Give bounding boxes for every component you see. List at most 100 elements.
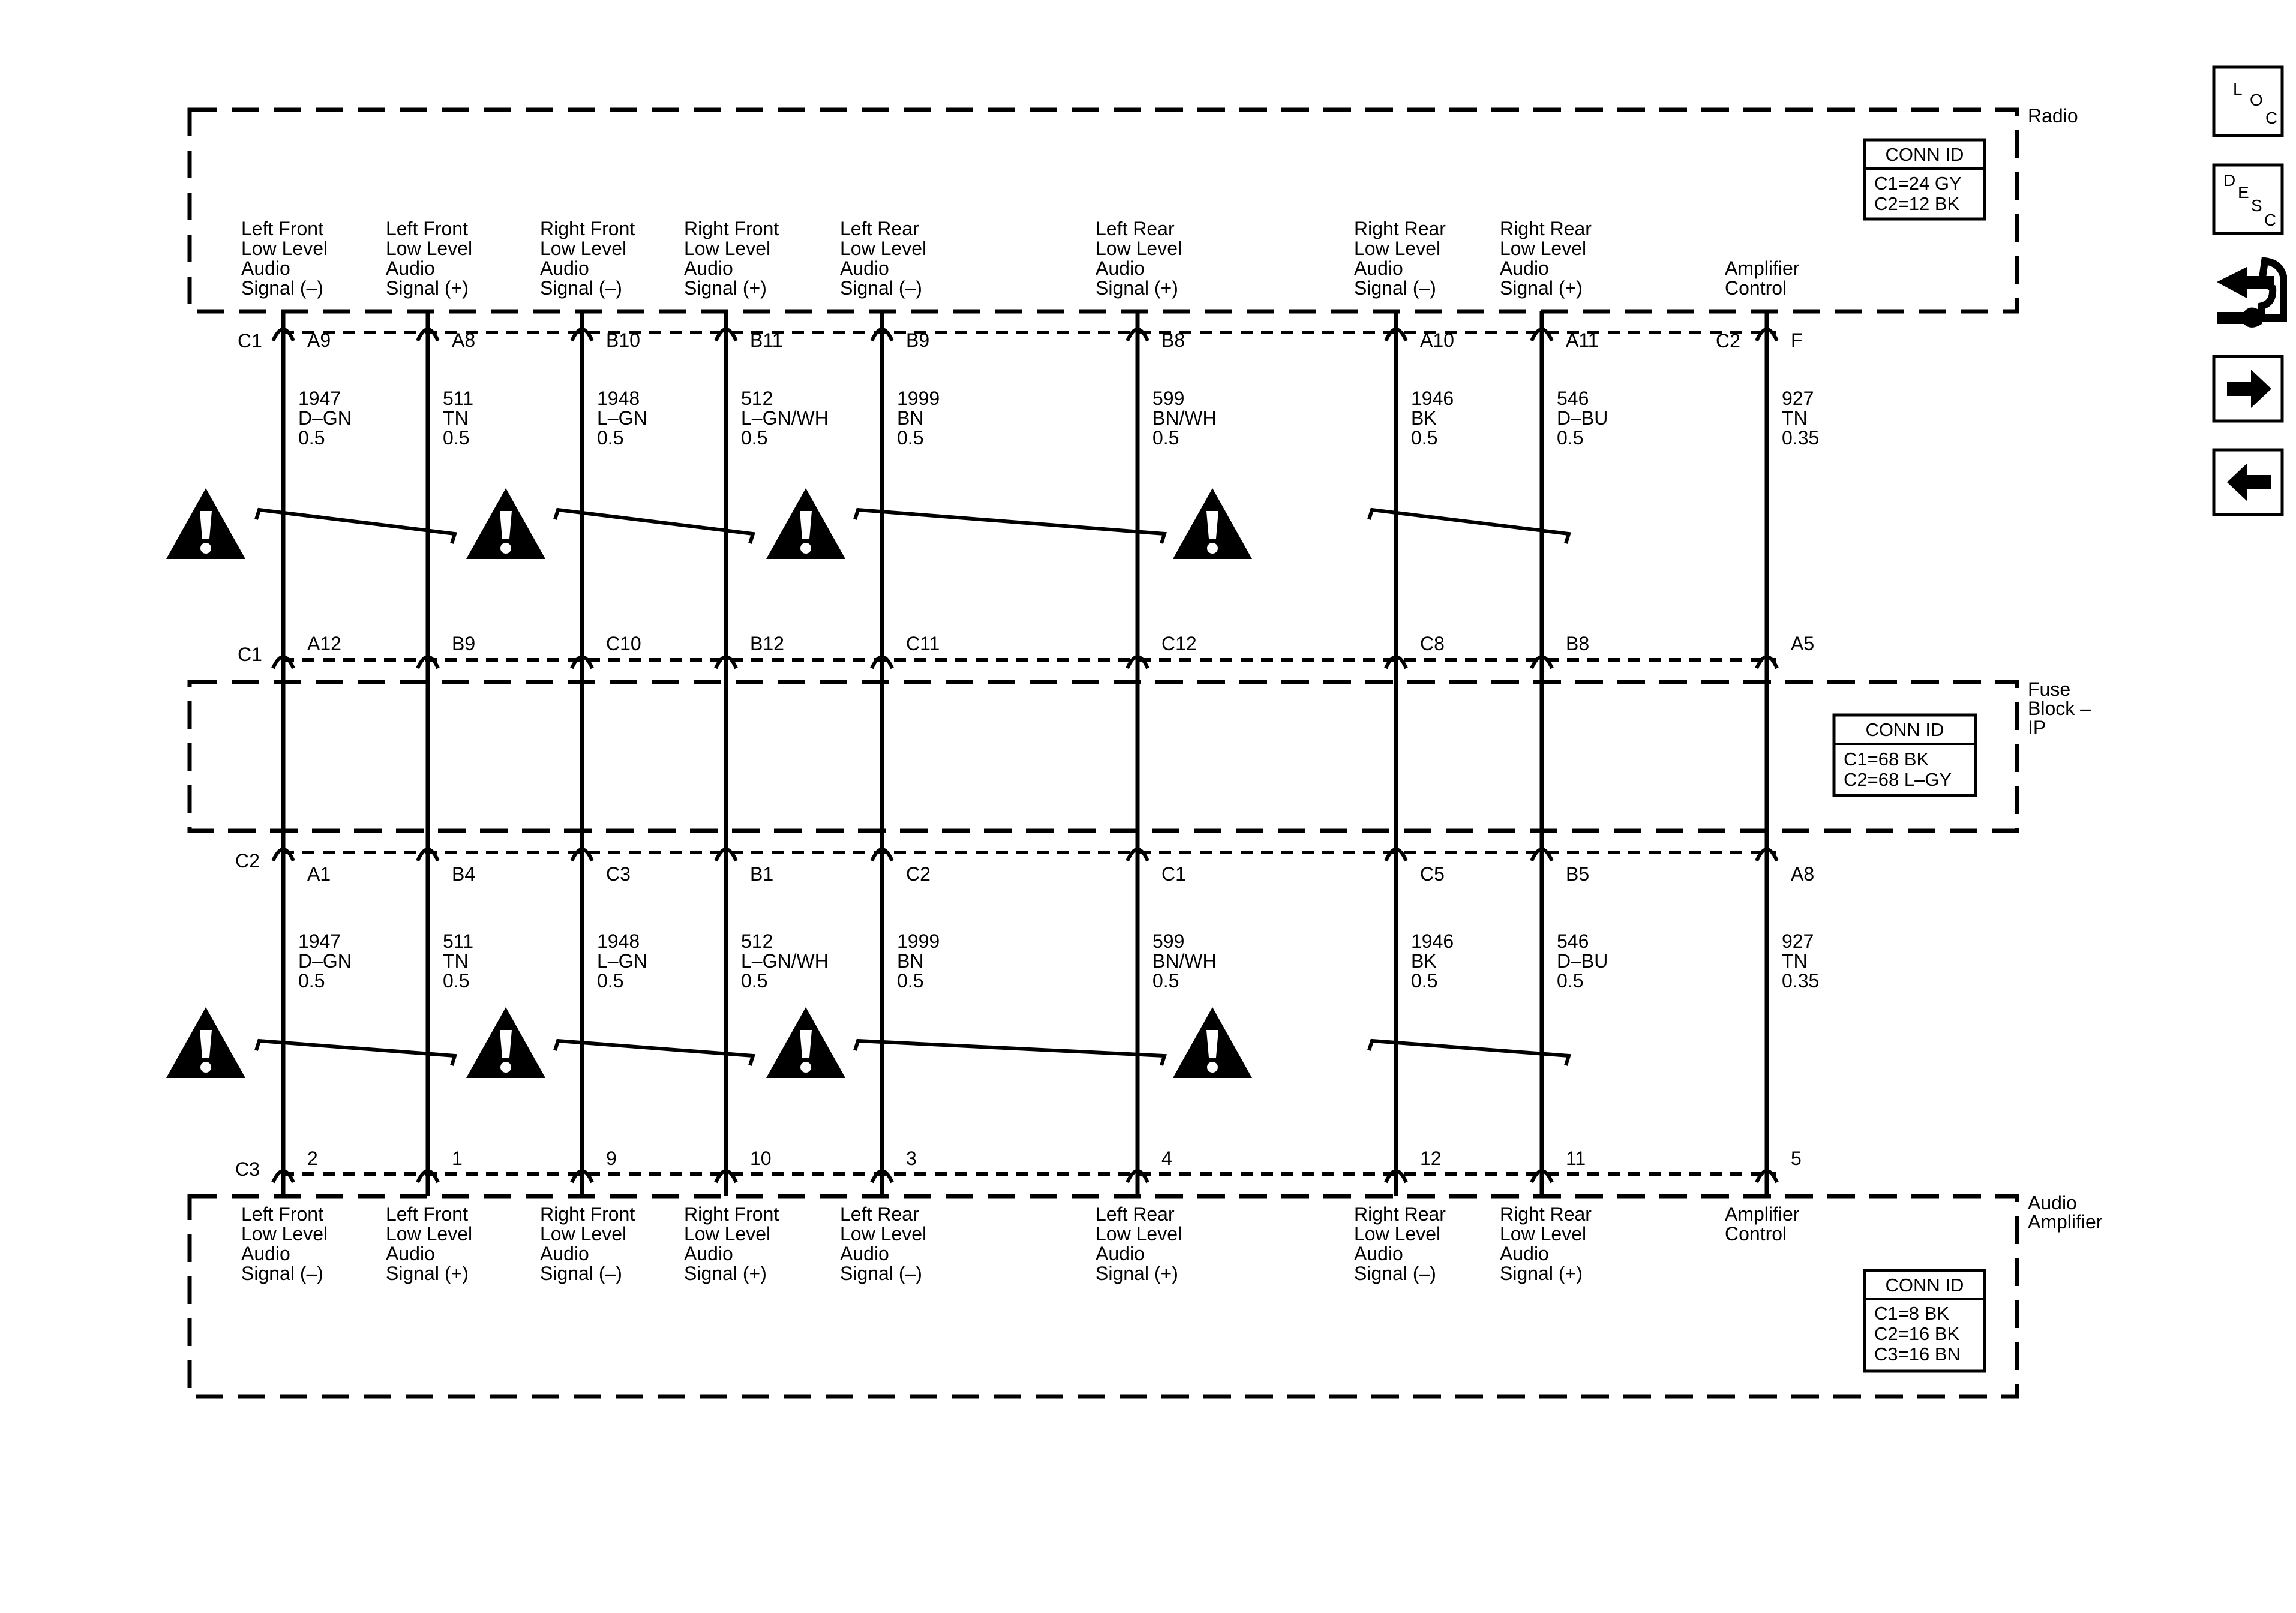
circuit-8-amp-pin-mark [1530, 1169, 1554, 1184]
svg-text:C1=8 BK: C1=8 BK [1874, 1303, 1949, 1324]
circuit-2-radio-pin: A8 [452, 329, 475, 351]
circuit-3-radio-pin-mark [570, 328, 594, 342]
circuit-1-radio-pin: A9 [307, 329, 331, 351]
twisted-pair-2-lower [553, 1038, 755, 1066]
svg-text:O: O [2250, 91, 2263, 109]
circuit-9-fuse-bottom-pin-mark [1755, 848, 1779, 862]
circuit-2-amp-pin-mark [416, 1169, 440, 1184]
svg-text:E: E [2238, 183, 2249, 202]
caution-icon-upper-2-mark [500, 511, 512, 539]
circuit-9-amp-pin-mark [1755, 1169, 1779, 1184]
circuit-5-amp-pin-mark [870, 1169, 894, 1184]
circuit-2-fuse-bottom-pin-mark [416, 848, 440, 862]
svg-text:C2=68 L–GY: C2=68 L–GY [1844, 769, 1952, 790]
svg-text:L: L [2233, 80, 2243, 98]
circuit-7-amp-pin-mark [1384, 1169, 1408, 1184]
radio-c1-label: C1 [238, 330, 262, 352]
circuit-3-amp-pin: 9 [606, 1148, 617, 1169]
circuit-6-radio-pin-mark [1126, 328, 1149, 342]
twisted-pair-2-upper [553, 507, 755, 544]
svg-text:CONN ID: CONN ID [1886, 144, 1964, 165]
amplifier-conn-id: CONN ID C1=8 BK C2=16 BK C3=16 BN [1863, 1269, 1986, 1373]
circuit-8-radio-pin: A11 [1566, 329, 1599, 351]
circuit-6-fuse-top-pin-mark [1126, 655, 1149, 669]
circuit-7-fuse-top-pin-mark [1384, 655, 1408, 669]
caution-icon-upper-4-dot [1207, 543, 1218, 554]
svg-text:C1=68 BK: C1=68 BK [1844, 749, 1929, 770]
circuit-3-radio-pin: B10 [606, 329, 640, 351]
circuit-7-amp-pin: 12 [1420, 1148, 1442, 1169]
prev-button[interactable] [2212, 448, 2284, 516]
svg-text:C2=16 BK: C2=16 BK [1874, 1323, 1960, 1344]
circuit-8-fuse-top-pin: B8 [1566, 633, 1589, 654]
caution-icon-lower-4-mark [1206, 1030, 1218, 1058]
arrow-left-icon [2227, 463, 2271, 501]
fuse-block-conn-id: CONN ID C1=68 BK C2=68 L–GY [1832, 713, 1977, 797]
circuit-4-fuse-top-pin: B12 [750, 633, 784, 654]
loc-button[interactable]: L O C [2212, 65, 2284, 137]
svg-text:CONN ID: CONN ID [1886, 1275, 1964, 1296]
circuit-5-fuse-top-pin: C11 [906, 633, 940, 654]
caution-icon-lower-4-dot [1207, 1062, 1218, 1073]
caution-icon-upper-3-dot [800, 543, 811, 554]
circuit-9-fuse-bottom-pin: A8 [1791, 863, 1814, 885]
caution-icon-upper-1-dot [200, 543, 211, 554]
svg-text:S: S [2251, 196, 2262, 215]
fuse-block-outline [187, 680, 2019, 833]
svg-text:C2=12 BK: C2=12 BK [1874, 193, 1960, 214]
caution-icon-upper-2-dot [500, 543, 511, 554]
circuit-6-radio-pin: B8 [1161, 329, 1185, 351]
circuit-4-fuse-bottom-pin-mark [714, 848, 738, 862]
connector-wrench-icon[interactable] [2217, 257, 2287, 328]
fuse-c1-label: C1 [238, 644, 262, 665]
circuit-4-amp-pin-mark [714, 1169, 738, 1184]
circuit-2-radio-pin-mark [416, 328, 440, 342]
circuit-5-fuse-bottom-pin-mark [870, 848, 894, 862]
svg-text:C: C [2264, 211, 2276, 229]
circuit-7-fuse-bottom-pin-mark [1384, 848, 1408, 862]
twisted-pair-4-upper [1367, 507, 1571, 544]
circuit-3-amp-pin-mark [570, 1169, 594, 1184]
amplifier-outline [187, 1194, 2019, 1399]
circuit-2-amp-pin: 1 [452, 1148, 463, 1169]
circuit-1-fuse-bottom-pin-mark [271, 848, 295, 862]
circuit-7-fuse-top-pin: C8 [1420, 633, 1445, 654]
circuit-3-fuse-bottom-pin-mark [570, 848, 594, 862]
svg-text:CONN ID: CONN ID [1866, 719, 1944, 740]
circuit-3-fuse-bottom-pin: C3 [606, 863, 631, 885]
radio-title: Radio [2028, 105, 2078, 127]
caution-icon-upper-3-mark [800, 511, 812, 539]
caution-icon-lower-2-dot [500, 1062, 511, 1073]
caution-icon-lower-3-dot [800, 1062, 811, 1073]
circuit-9-radio-pin-mark [1755, 328, 1779, 342]
circuit-9-amp-pin: 5 [1791, 1148, 1802, 1169]
circuit-8-fuse-bottom-pin: B5 [1566, 863, 1589, 885]
twisted-pair-1-lower [254, 1038, 457, 1066]
circuit-1-fuse-top-pin: A12 [307, 633, 341, 654]
amplifier-title: Audio Amplifier [2028, 1192, 2103, 1233]
next-button[interactable] [2212, 355, 2284, 423]
caution-icon-lower-2-mark [500, 1030, 512, 1058]
circuit-2-fuse-top-pin: B9 [452, 633, 475, 654]
circuit-8-fuse-bottom-pin-mark [1530, 848, 1554, 862]
desc-button[interactable]: D E S C [2212, 163, 2284, 235]
